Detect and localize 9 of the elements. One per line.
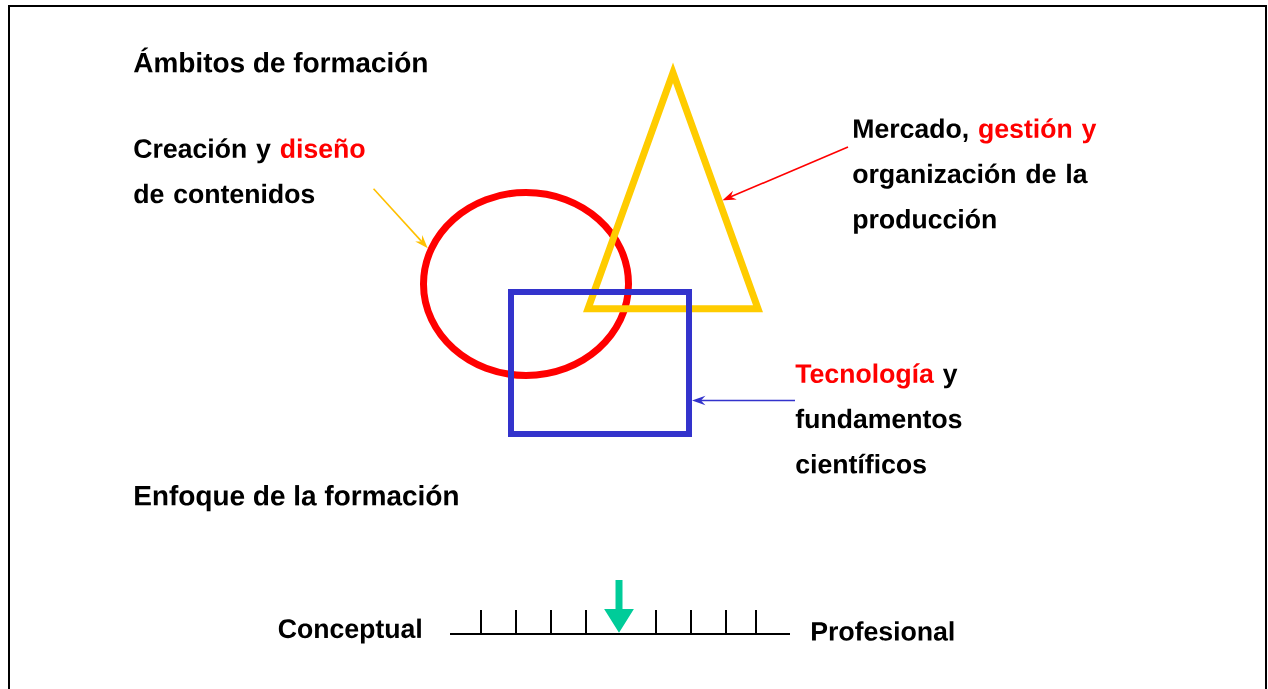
ellipse-outline [420, 189, 632, 379]
label-text: Tecnología y fundamentos científicos [795, 363, 962, 474]
heading: Enfoque de la formación [135, 484, 458, 512]
square-outline [508, 289, 692, 437]
heading: Ámbitos de formación [133, 47, 427, 73]
scale-label: Profesional [812, 621, 954, 641]
scale-label: Conceptual [278, 618, 421, 644]
label-text: Creación y diseño de contenidos [134, 138, 365, 204]
label-text: Mercado, gestión y organización de la producción [853, 118, 1097, 234]
